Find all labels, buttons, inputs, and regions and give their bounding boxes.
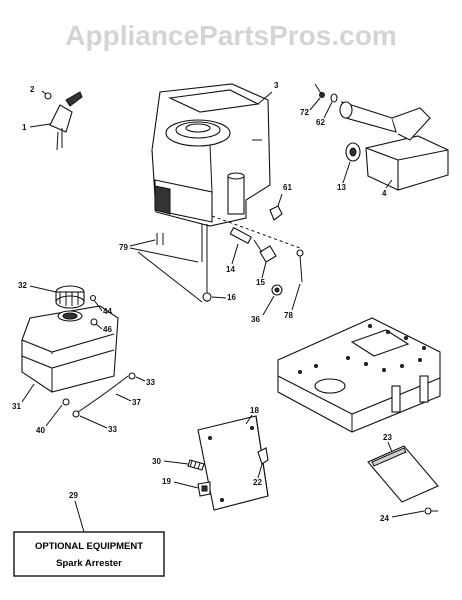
callout-23: 23 bbox=[383, 433, 392, 442]
callout-46: 46 bbox=[103, 325, 112, 334]
watermark-text: AppliancePartsPros.com bbox=[65, 20, 396, 51]
callout-2: 2 bbox=[30, 85, 35, 94]
throttle-control-part bbox=[29, 90, 83, 151]
fuel-tank-part bbox=[21, 305, 119, 393]
fuel-cap-part bbox=[55, 285, 85, 309]
callout-13: 13 bbox=[337, 183, 346, 192]
callout-44: 44 bbox=[103, 307, 112, 316]
callout-3: 3 bbox=[274, 81, 279, 90]
spark-arrester-label: Spark Arrester bbox=[56, 558, 122, 569]
callout-33-lower: 33 bbox=[108, 425, 117, 434]
fuel-line-part bbox=[62, 372, 136, 418]
callout-61: 61 bbox=[283, 183, 292, 192]
callout-1: 1 bbox=[22, 123, 27, 132]
callout-32: 32 bbox=[18, 281, 27, 290]
engine-part bbox=[151, 83, 273, 227]
callout-79: 79 bbox=[119, 243, 128, 252]
callout-14: 14 bbox=[226, 265, 235, 274]
clip-parts bbox=[187, 459, 211, 497]
callout-4: 4 bbox=[382, 189, 387, 198]
callout-37: 37 bbox=[132, 398, 141, 407]
mounting-plate-part bbox=[277, 317, 441, 433]
callout-24: 24 bbox=[380, 514, 389, 523]
optional-equipment-box bbox=[13, 531, 165, 577]
callout-72: 72 bbox=[300, 108, 309, 117]
optional-equipment-title: OPTIONAL EQUIPMENT bbox=[35, 541, 143, 552]
shield-plate-part bbox=[197, 415, 269, 511]
callout-15: 15 bbox=[256, 278, 265, 287]
callout-30: 30 bbox=[152, 457, 161, 466]
callout-19: 19 bbox=[162, 477, 171, 486]
callout-78: 78 bbox=[284, 311, 293, 320]
callout-29: 29 bbox=[69, 491, 78, 500]
callout-22: 22 bbox=[253, 478, 262, 487]
callout-16-engine: 16 bbox=[227, 293, 236, 302]
callout-36: 36 bbox=[251, 315, 260, 324]
callout-18: 18 bbox=[250, 406, 259, 415]
callout-31: 31 bbox=[12, 402, 21, 411]
callout-40: 40 bbox=[36, 426, 45, 435]
callout-62: 62 bbox=[316, 118, 325, 127]
cover-plate-part bbox=[367, 445, 439, 515]
engine-hardware bbox=[156, 193, 304, 302]
callout-33-upper: 33 bbox=[146, 378, 155, 387]
muffler-part bbox=[314, 83, 449, 191]
